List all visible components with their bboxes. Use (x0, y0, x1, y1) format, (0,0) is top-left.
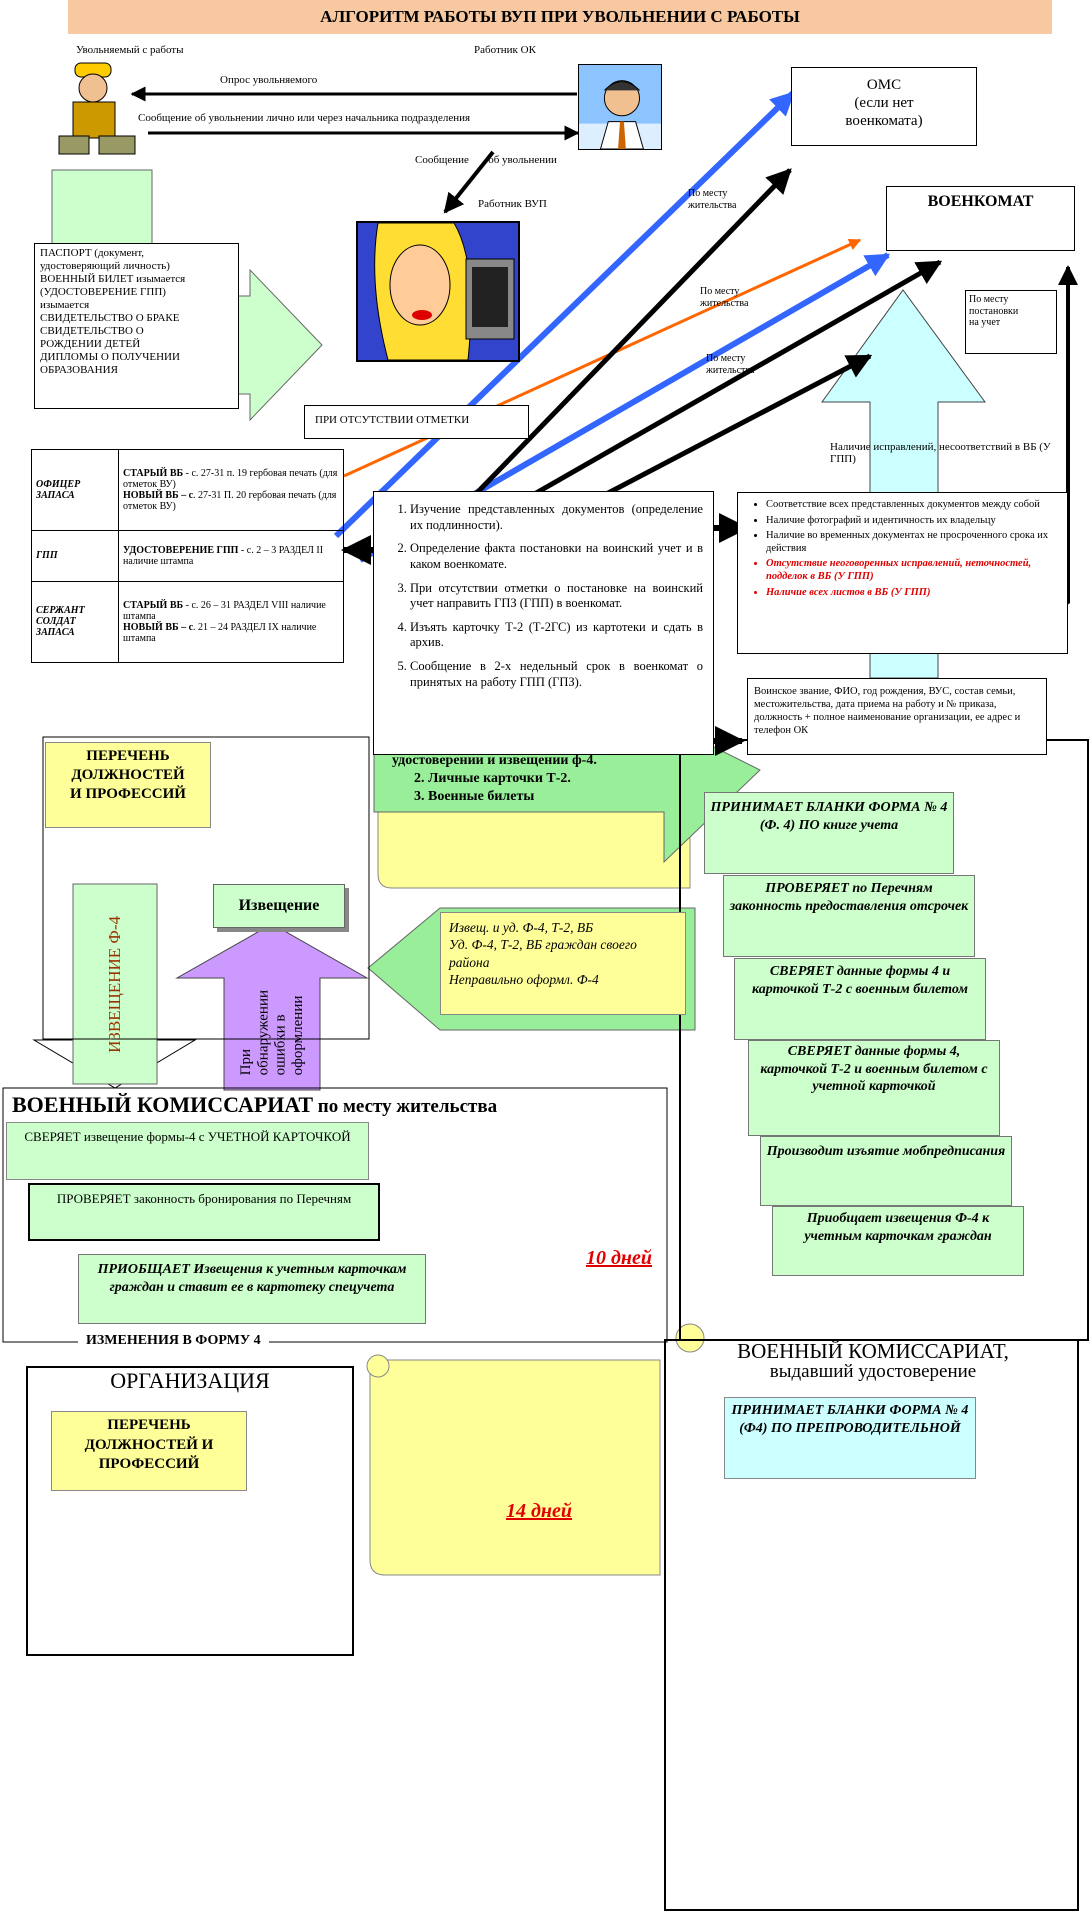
step-item: Определение факта постановки на воинский… (410, 541, 703, 572)
vk-issued-step: ПРИНИМАЕТ БЛАНКИ ФОРМА № 4 (Ф4) ПО ПРЕПР… (724, 1397, 976, 1479)
voenkomat-box: ВОЕНКОМАТ (886, 186, 1075, 251)
vk-residence-title-a: ВОЕННЫЙ КОМИССАРИАТ (12, 1092, 314, 1117)
oms-box: ОМС (если нет военкомата) (791, 67, 977, 146)
rank-doc-title: СТАРЫЙ ВБ (123, 599, 184, 611)
by-residence-label-1: По месту жительства (688, 188, 737, 211)
lavender-up-arrow (175, 923, 369, 1091)
green-vertical-notice-bg (72, 883, 158, 1085)
by-residence-label-2: По месту жительства (700, 286, 749, 309)
flow-notice-to-vup-label: Сообщение об увольнении (415, 154, 557, 166)
step-item: Сообщение в 2-х недельный срок в военком… (410, 659, 703, 690)
vup-worker-icon (356, 221, 520, 362)
rank-doc-text: - с. 2 – 3 РАЗДЕЛ II наличие штампа (123, 544, 324, 567)
rank-doc-title: НОВЫЙ ВБ – с (123, 621, 194, 633)
days10-label: 10 дней (586, 1247, 653, 1269)
checks-box: Соответствие всех представленных докумен… (737, 492, 1068, 654)
right-step-1: ПРИНИМАЕТ БЛАНКИ ФОРМА № 4 (Ф. 4) ПО кни… (704, 792, 954, 874)
notice-box: Извещение (213, 884, 345, 928)
page-title: АЛГОРИТМ РАБОТЫ ВУП ПРИ УВОЛЬНЕНИИ С РАБ… (68, 0, 1052, 34)
vk-residence-step-3: ПРИОБЩАЕТ Извещения к учетным карточкам … (78, 1254, 426, 1324)
actor-dismissed-label: Увольняемый с работы (76, 44, 184, 56)
vk-residence-step-1: СВЕРЯЕТ извещение формы-4 с УЧЕТНОЙ КАРТ… (6, 1122, 369, 1180)
hr-worker-icon (578, 64, 662, 150)
rank-category: СЕРЖАНТ СОЛДАТ ЗАПАСА (31, 580, 119, 664)
rank-doc-title: СТАРЫЙ ВБ (123, 468, 184, 480)
on-error-wrap: При обнаружении ошибки в оформлении (224, 978, 320, 1088)
notice-vertical-text: ИЗВЕЩЕНИЕ Ф-4 (105, 915, 124, 1053)
sent-docs-line: 3. Военные билеты (414, 789, 535, 805)
organization-title: ОРГАНИЗАЦИЯ (110, 1368, 270, 1393)
right-step-6: Приобщает извещения Ф-4 к учетным карточ… (772, 1206, 1024, 1276)
corrections-label: Наличие исправлений, несоответствий в ВБ… (830, 441, 1051, 465)
no-mark-box: ПРИ ОТСУТСТВИИ ОТМЕТКИ (304, 405, 529, 439)
rank-row-soldier: СЕРЖАНТ СОЛДАТ ЗАПАСА СТАРЫЙ ВБ - с. 26 … (31, 580, 344, 664)
green-block-top (51, 169, 153, 251)
steps-box: Изучение представленных документов (опре… (373, 491, 714, 755)
rank-doc-text: . 21 – 24 РАЗДЕЛ IX наличие штампа (123, 621, 317, 644)
yellow-scroll-bottom (369, 1359, 661, 1576)
rank-detail: СТАРЫЙ ВБ - с. 27-31 п. 19 гербовая печа… (118, 448, 344, 532)
check-item-critical: Отсутствие неоговоренных исправлений, не… (766, 558, 1061, 583)
professions-list-top: ПЕРЕЧЕНЬ ДОЛЖНОСТЕЙ И ПРОФЕССИЙ (45, 742, 211, 828)
info-box: Воинское звание, ФИО, год рождения, ВУС,… (747, 678, 1047, 755)
vk-residence-title: ВОЕННЫЙ КОМИССАРИАТ по месту жительства (12, 1092, 497, 1118)
errors-box: Извещ. и уд. Ф-4, Т-2, ВБ Уд. Ф-4, Т-2, … (440, 912, 686, 1015)
rank-doc-text: - с. 26 – 31 РАЗДЕЛ VIII наличие штампа (123, 599, 326, 622)
step-item: Изучение представленных документов (опре… (410, 502, 703, 533)
days14-label: 14 дней (506, 1500, 573, 1522)
changes-label: ИЗМЕНЕНИЯ В ФОРМУ 4 (78, 1333, 269, 1349)
rank-detail: СТАРЫЙ ВБ - с. 26 – 31 РАЗДЕЛ VIII налич… (118, 580, 344, 664)
check-item: Соответствие всех представленных докумен… (766, 499, 1061, 512)
vk-issued-title-b: выдавший удостоверение (769, 1361, 977, 1383)
vk-residence-title-b: по месту жительства (313, 1096, 498, 1117)
step-item: При отсутствии отметки о постановке на в… (410, 581, 703, 612)
rank-category: ОФИЦЕР ЗАПАСА (31, 448, 119, 532)
professions-list-bottom: ПЕРЕЧЕНЬ ДОЛЖНОСТЕЙ И ПРОФЕССИЙ (51, 1411, 247, 1491)
worker-figure-icon (45, 58, 145, 158)
sent-docs-line: удостоверении и извещении ф-4. (392, 753, 597, 768)
flow-notice-dismissal-label: Сообщение об увольнении лично или через … (138, 112, 471, 124)
vk-residence-step-2: ПРОВЕРЯЕТ законность бронирования по Пер… (28, 1183, 380, 1241)
on-error-text: При обнаружении ошибки в оформлении (237, 990, 306, 1076)
rank-category: ГПП (31, 530, 119, 582)
rank-detail: УДОСТОВЕРЕНИЕ ГПП - с. 2 – 3 РАЗДЕЛ II н… (118, 530, 344, 582)
check-item-critical: Наличие всех листов в ВБ (У ГПП) (766, 587, 1061, 600)
by-registration-box: По месту постановки на учет (965, 290, 1057, 354)
vk-issued-title-a: ВОЕННЫЙ КОМИССАРИАТ, (737, 1339, 1009, 1363)
flow-survey-label: Опрос увольняемого (220, 74, 318, 86)
vk-issued-title: ВОЕННЫЙ КОМИССАРИАТ, выдавший удостовере… (668, 1340, 1078, 1382)
right-step-5: Производит изъятие мобпредписания (760, 1136, 1012, 1206)
actor-hr-label: Работник ОК (474, 44, 536, 56)
right-step-3: СВЕРЯЕТ данные формы 4 и карточкой Т-2 с… (734, 958, 986, 1040)
step-item: Изъять карточку Т-2 (Т-2ГС) из картотеки… (410, 620, 703, 651)
rank-doc-text: - с. 27-31 п. 19 гербовая печать (для от… (123, 468, 338, 491)
rank-doc-title: НОВЫЙ ВБ – с (123, 490, 194, 502)
ranks-table: ОФИЦЕР ЗАПАСА СТАРЫЙ ВБ - с. 27-31 п. 19… (31, 448, 344, 664)
documents-box: ПАСПОРТ (документ, удостоверяющий личнос… (34, 243, 239, 409)
sent-docs-line: 2. Личные карточки Т-2. (414, 771, 571, 787)
actor-vup-label: Работник ВУП (478, 198, 547, 210)
by-residence-label-3: По месту жительства (706, 353, 755, 376)
right-step-2: ПРОВЕРЯЕТ по Перечням законность предост… (723, 875, 975, 957)
check-item: Наличие во временных документах не проср… (766, 530, 1061, 555)
check-item: Наличие фотографий и идентичность их вла… (766, 515, 1061, 528)
rank-doc-title: УДОСТОВЕРЕНИЕ ГПП (123, 544, 239, 556)
right-step-4: СВЕРЯЕТ данные формы 4, карточкой Т-2 и … (748, 1040, 1000, 1136)
rank-row-officer: ОФИЦЕР ЗАПАСА СТАРЫЙ ВБ - с. 27-31 п. 19… (31, 448, 344, 532)
notice-vertical-wrap: ИЗВЕЩЕНИЕ Ф-4 (73, 884, 157, 1084)
rank-doc-text: . 27-31 П. 20 гербовая печать (для отмет… (123, 490, 337, 513)
sent-docs-text: удостоверении и извещении ф-4. 2. Личные… (392, 752, 597, 807)
rank-row-gpp: ГПП УДОСТОВЕРЕНИЕ ГПП - с. 2 – 3 РАЗДЕЛ … (31, 530, 344, 582)
